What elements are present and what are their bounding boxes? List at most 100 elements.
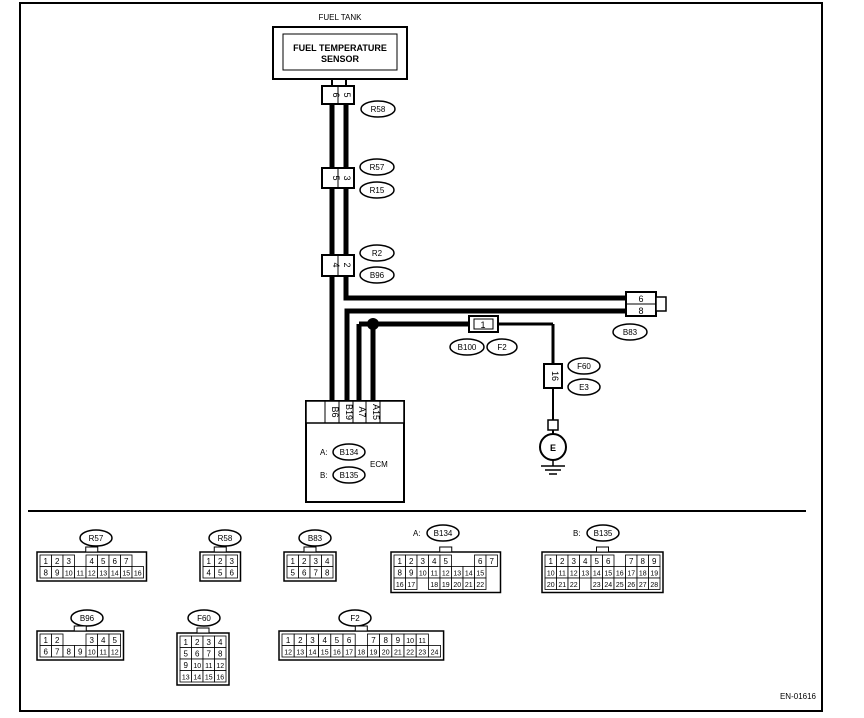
legend-label-oval — [187, 609, 221, 627]
svg-text:R57: R57 — [370, 163, 385, 172]
r58-pin-b: 5 — [342, 92, 352, 97]
legend-latch — [303, 546, 317, 553]
legend-pin-number: 8 — [398, 569, 403, 578]
ecm-terminal-b19: B19 — [344, 404, 354, 420]
legend-pin-number: 4 — [90, 557, 95, 566]
legend-connector-name: B96 — [80, 614, 95, 623]
legend-pin-number: 14 — [593, 571, 601, 578]
connector-label-b83: B83 — [612, 323, 648, 341]
ecm-a-prefix: A: — [320, 448, 328, 457]
legend-latch — [73, 625, 87, 632]
legend-pin-number: 22 — [406, 650, 414, 657]
legend-pin-number: 7 — [629, 557, 634, 566]
legend-pin-number: 2 — [55, 636, 60, 645]
legend-pin-number: 3 — [572, 557, 577, 566]
legend-pin-number: 8 — [44, 569, 49, 578]
connector-r57-r15: 5 3 — [321, 167, 355, 189]
legend-pin-number: 13 — [581, 571, 589, 578]
legend-pin-number: 15 — [122, 571, 130, 578]
ecm-b-prefix: B: — [320, 471, 328, 480]
legend-pin-number: 6 — [478, 557, 483, 566]
b83-pin-top: 6 — [638, 294, 643, 304]
legend-pin-number: 4 — [207, 569, 212, 578]
legend-pin-number: 21 — [465, 582, 473, 589]
legend-pin-number: 10 — [547, 571, 555, 578]
legend-pin-number: 16 — [396, 582, 404, 589]
legend-pin-number: 11 — [419, 638, 426, 645]
ecm-terminal-a15: A15 — [371, 404, 381, 420]
legend-connector-name: B83 — [308, 534, 323, 543]
connector-label-r2: R2 — [359, 244, 395, 262]
legend-pin-number: 18 — [357, 650, 365, 657]
legend-pin-number: 13 — [182, 675, 190, 682]
legend-pin-cell — [567, 577, 580, 590]
r57-pin-b: 3 — [342, 175, 352, 180]
legend-pin-cell — [474, 577, 487, 590]
legend-pin-number: 3 — [207, 638, 212, 647]
legend-pin-number: 10 — [419, 571, 427, 578]
connector-label-r15: R15 — [359, 181, 395, 199]
connector-b100: 1 — [468, 315, 499, 333]
connector-r58: 6 5 — [321, 85, 355, 105]
legend-pin-number: 11 — [431, 571, 438, 578]
fuel-temperature-sensor: FUEL TEMPERATURE SENSOR — [272, 26, 408, 80]
legend-pin-number: 1 — [398, 557, 403, 566]
legend-pin-number: 17 — [345, 650, 353, 657]
legend-pin-number: 11 — [77, 571, 84, 578]
legend-pin-number: 28 — [650, 582, 658, 589]
legend-pin-number: 4 — [322, 636, 327, 645]
legend-pin-number: 20 — [453, 582, 461, 589]
legend-pin-number: 18 — [430, 582, 438, 589]
legend-pin-cell — [648, 577, 661, 590]
connector-r2-b96: 4 2 — [321, 254, 355, 277]
legend-pin-number: 19 — [370, 650, 378, 657]
legend-pin-number: 13 — [99, 571, 107, 578]
legend-pin-number: 25 — [616, 582, 624, 589]
svg-text:B100: B100 — [458, 343, 477, 352]
legend-pin-number: 2 — [409, 557, 414, 566]
legend-pin-number: 14 — [309, 650, 317, 657]
legend-pin-number: 5 — [595, 557, 600, 566]
legend-pin-number: 3 — [310, 636, 315, 645]
legend-pin-number: 16 — [216, 675, 224, 682]
legend-pin-number: 21 — [558, 582, 566, 589]
splice-point — [367, 318, 379, 330]
legend-pin-number: 5 — [218, 569, 223, 578]
legend-latch — [439, 546, 453, 553]
legend-pin-number: 8 — [67, 648, 72, 657]
legend-pin-number: 8 — [218, 650, 223, 659]
f60-pin: 16 — [550, 371, 560, 381]
legend-pin-number: 19 — [650, 571, 658, 578]
legend-pin-cell — [405, 577, 418, 590]
legend-pin-number: 5 — [101, 557, 106, 566]
r2-pin-a: 4 — [331, 262, 341, 267]
ecm-label: ECM — [370, 460, 388, 469]
r2-pin-b: 2 — [342, 262, 352, 267]
svg-text:B96: B96 — [370, 271, 385, 280]
legend-pin-number: 10 — [193, 663, 201, 670]
legend-pin-number: 22 — [476, 582, 484, 589]
legend-pin-number: 10 — [65, 571, 73, 578]
legend-pin-number: 7 — [124, 557, 129, 566]
connector-f60: 16 — [543, 363, 563, 389]
legend-pin-number: 14 — [111, 571, 119, 578]
legend-pin-number: 24 — [431, 650, 439, 657]
legend-pin-number: 1 — [291, 557, 296, 566]
legend-pin-number: 9 — [184, 661, 189, 670]
document-code: EN-01616 — [780, 692, 817, 701]
r57-pin-a: 5 — [331, 175, 341, 180]
legend-pin-number: 11 — [100, 650, 107, 657]
legend-pin-number: 6 — [606, 557, 611, 566]
legend-pin-number: 1 — [207, 557, 212, 566]
connector-label-r57: R57 — [359, 158, 395, 176]
legend-pin-number: 22 — [570, 582, 578, 589]
legend-pin-number: 3 — [421, 557, 426, 566]
legend-pin-number: 1 — [184, 638, 189, 647]
legend-pin-number: 2 — [560, 557, 565, 566]
legend-latch — [196, 627, 210, 634]
connector-label-b96: B96 — [359, 266, 395, 284]
legend-pin-number: 10 — [406, 638, 414, 645]
